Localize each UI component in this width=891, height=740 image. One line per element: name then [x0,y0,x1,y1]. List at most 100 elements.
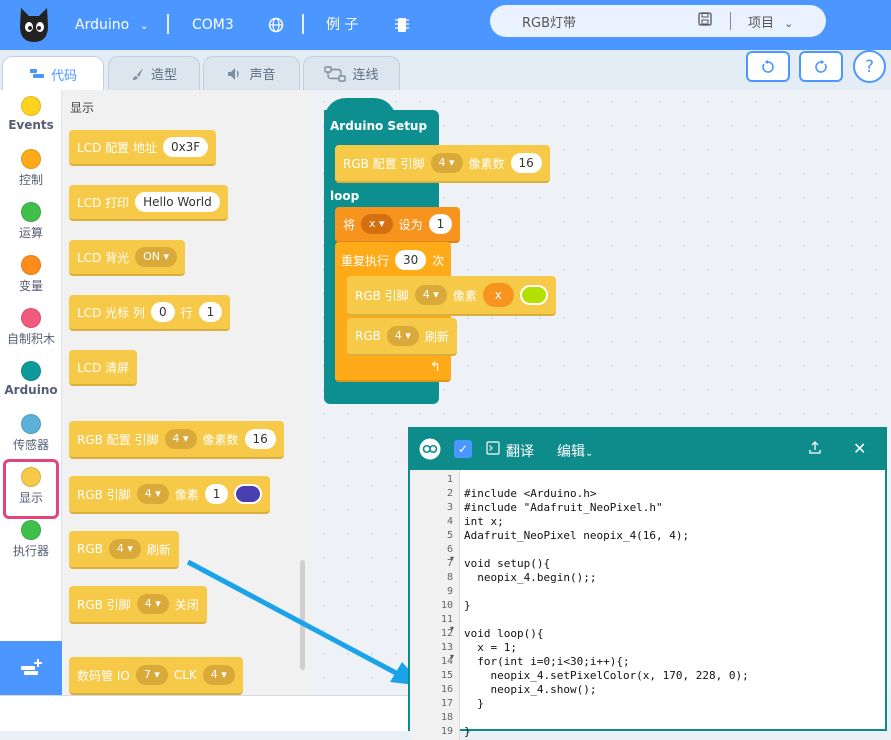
dropdown-value: x [369,217,376,230]
io-dropdown[interactable]: 7 ▾ [135,665,168,685]
block-lcd-print[interactable]: LCD 打印 Hello World [69,185,228,221]
color-picker[interactable] [519,285,548,305]
add-extension-button[interactable] [0,641,62,695]
block-rgb-pixel[interactable]: RGB 引脚 4 ▾ 像素 x [347,276,556,316]
fold-marker[interactable]: ▾ [450,554,455,563]
globe-icon[interactable] [268,0,284,50]
fold-marker[interactable]: ▾ [450,624,455,633]
category-actuators[interactable]: 执行器 [0,520,62,559]
line-number: 12 [440,628,453,639]
repeat-count-field[interactable]: 30 [395,250,427,270]
tab-wiring[interactable]: 连线 [303,56,400,90]
chevron-down-icon: ▾ [155,487,161,500]
tab-costumes[interactable]: 造型 [108,56,200,90]
line-number: 4 [446,516,453,527]
category-arduino[interactable]: Arduino [0,361,62,397]
tab-code[interactable]: 代码 [2,56,104,91]
terminal-icon[interactable] [486,441,500,459]
category-sensors[interactable]: 传感器 [0,414,62,453]
category-my-blocks[interactable]: 自制积木 [0,308,62,347]
dropdown-value: 7 [143,668,151,681]
help-button[interactable]: ? [853,50,886,83]
category-display[interactable]: 显示 [0,467,62,506]
text-field[interactable]: Hello World [135,192,220,212]
pixel-count-field[interactable]: 16 [510,153,542,173]
backlight-dropdown[interactable]: ON ▾ [135,247,178,267]
tab-wiring-label: 连线 [352,68,379,83]
row-field[interactable]: 1 [198,302,223,322]
pin-dropdown[interactable]: 4 ▾ [386,326,419,346]
pin-dropdown[interactable]: 4 ▾ [414,285,447,305]
category-label: 执行器 [12,544,49,558]
pin-dropdown[interactable]: 4 ▾ [108,539,141,559]
checkbox[interactable]: ✓ [454,440,472,458]
category-sidebar: Events 控制 运算 变量 自制积木 Arduino 传感器 显示 执行器 [0,90,62,641]
line-number: 19 [440,726,453,737]
block-rgb-show[interactable]: RGB 4 ▾ 刷新 [347,318,457,356]
help-icon: ? [864,56,875,77]
block-rgb-show[interactable]: RGB 4 ▾ 刷新 [69,531,179,569]
save-icon[interactable] [698,12,712,30]
flyout-scrollbar[interactable] [300,560,305,670]
block-lcd-clear[interactable]: LCD 清屏 [69,350,138,386]
column-field[interactable]: 0 [150,302,175,322]
block-label: LCD 光标 列 [77,305,145,320]
board-label: Arduino [75,17,130,33]
address-field[interactable]: 0x3F [162,137,209,157]
chip-icon[interactable] [394,0,410,50]
block-rgb-off[interactable]: RGB 引脚 4 ▾ 关闭 [69,586,207,624]
category-events[interactable]: Events [0,96,62,132]
dropdown-value: 4 [210,668,218,681]
line-number: 7 [446,558,453,569]
pin-dropdown[interactable]: 4 ▾ [164,429,197,449]
category-control[interactable]: 控制 [0,149,62,188]
block-rgb-init[interactable]: RGB 配置 引脚 4 ▾ 像素数 16 [335,145,550,183]
tab-sounds[interactable]: 声音 [203,56,300,90]
fold-marker[interactable]: ▾ [450,652,455,661]
block-tm1637-init[interactable]: 数码管 IO 7 ▾ CLK 4 ▾ [69,657,243,695]
port-selector[interactable]: COM3 [192,17,234,33]
category-label: 控制 [18,173,43,187]
upload-icon[interactable] [808,441,822,459]
project-name-input[interactable]: RGB灯带 [522,16,577,31]
examples-menu[interactable]: 例 子 [326,17,359,33]
dropdown-value: 4 [144,597,152,610]
code-panel-header: ✓ 翻译 编辑⌄ ✕ [410,429,885,470]
chevron-down-icon: ▾ [183,432,189,445]
redo-button[interactable] [799,51,843,82]
category-operators[interactable]: 运算 [0,202,62,241]
edit-menu[interactable]: 编辑⌄ [557,441,593,461]
close-icon[interactable]: ✕ [853,439,867,458]
category-highlight [3,459,59,519]
board-selector[interactable]: Arduino ⌄ [75,0,149,50]
block-lcd-cursor[interactable]: LCD 光标 列 0 行 1 [69,295,231,331]
tab-code-label: 代码 [50,68,77,84]
code-icon [29,69,44,78]
block-lcd-backlight[interactable]: LCD 背光 ON ▾ [69,240,186,276]
translate-button[interactable]: 翻译 [506,444,534,460]
pin-dropdown[interactable]: 4 ▾ [136,594,169,614]
project-menu[interactable]: 项目 ⌄ [748,12,793,31]
pin-dropdown[interactable]: 4 ▾ [136,484,169,504]
variable-dropdown[interactable]: x ▾ [361,214,393,234]
variable-reporter[interactable]: x [482,283,514,307]
block-label: RGB 引脚 [77,487,131,502]
pixel-index-field[interactable]: 1 [204,484,229,504]
clk-dropdown[interactable]: 4 ▾ [202,665,235,685]
block-lcd-init[interactable]: LCD 配置 地址 0x3F [69,130,217,166]
action-label: 刷新 [146,542,171,557]
block-rgb-init[interactable]: RGB 配置 引脚 4 ▾ 像素数 16 [69,421,284,459]
value-field[interactable]: 1 [428,214,453,234]
pin-dropdown[interactable]: 4 ▾ [430,153,463,173]
line-number: 14 [440,656,453,667]
color-picker[interactable] [234,484,263,504]
block-set-variable[interactable]: 将 x ▾ 设为 1 [335,207,461,243]
dropdown-value: 4 [144,487,152,500]
undo-button[interactable] [746,51,790,82]
undo-icon [762,59,774,73]
block-rgb-pixel[interactable]: RGB 引脚 4 ▾ 像素 1 [69,476,271,514]
mascot-logo [20,8,48,42]
pixel-count-field[interactable]: 16 [244,429,276,449]
clk-label: CLK [173,668,197,682]
category-variables[interactable]: 变量 [0,255,62,294]
